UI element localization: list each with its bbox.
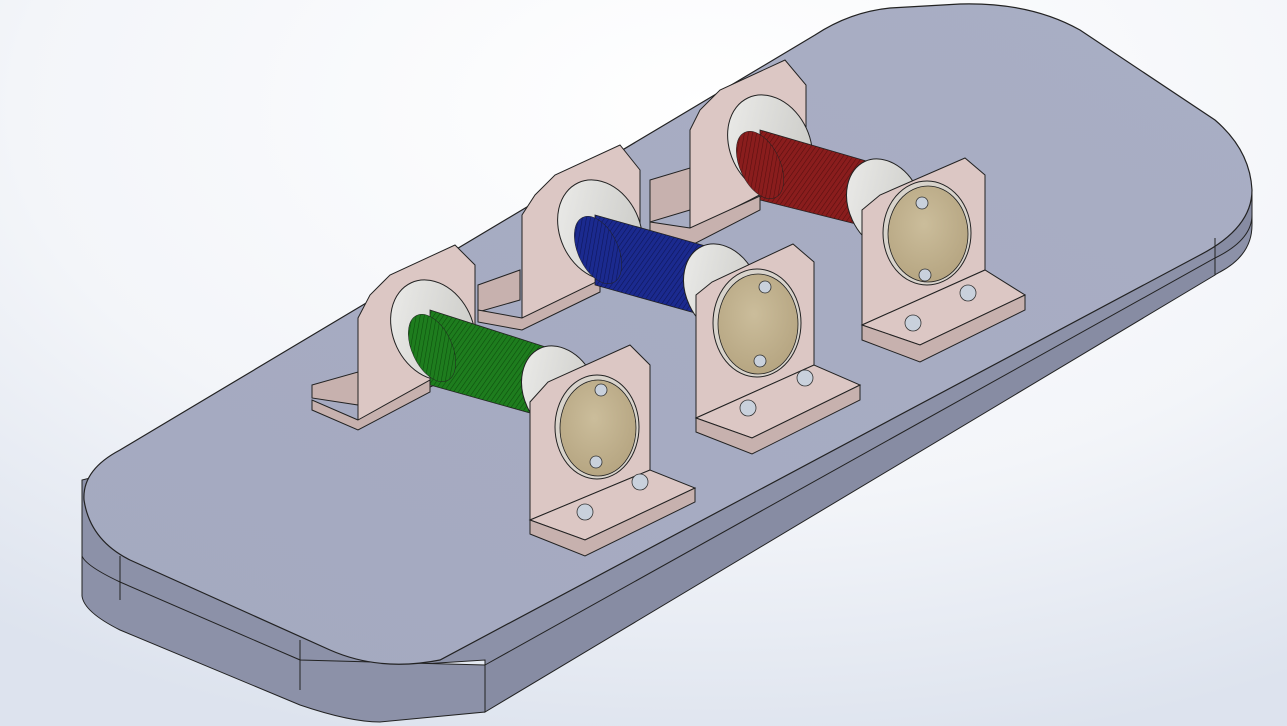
red-front-bracket [860,157,1027,363]
blue-front-bracket [694,243,862,455]
screw-icon [758,280,772,294]
green-front-bracket [528,344,697,557]
screw-icon [589,455,603,469]
screw-icon [753,354,767,368]
screw-icon [904,314,922,332]
screw-icon [739,399,757,417]
screw-icon [959,284,977,302]
blue-coil-assembly [477,144,862,455]
green-coil-assembly [311,244,697,557]
screw-icon [915,196,929,210]
screw-icon [631,473,649,491]
screw-icon [594,383,608,397]
red-coil-assembly [649,59,1027,363]
screw-icon [796,369,814,387]
screw-icon [918,268,932,282]
screw-icon [576,503,594,521]
